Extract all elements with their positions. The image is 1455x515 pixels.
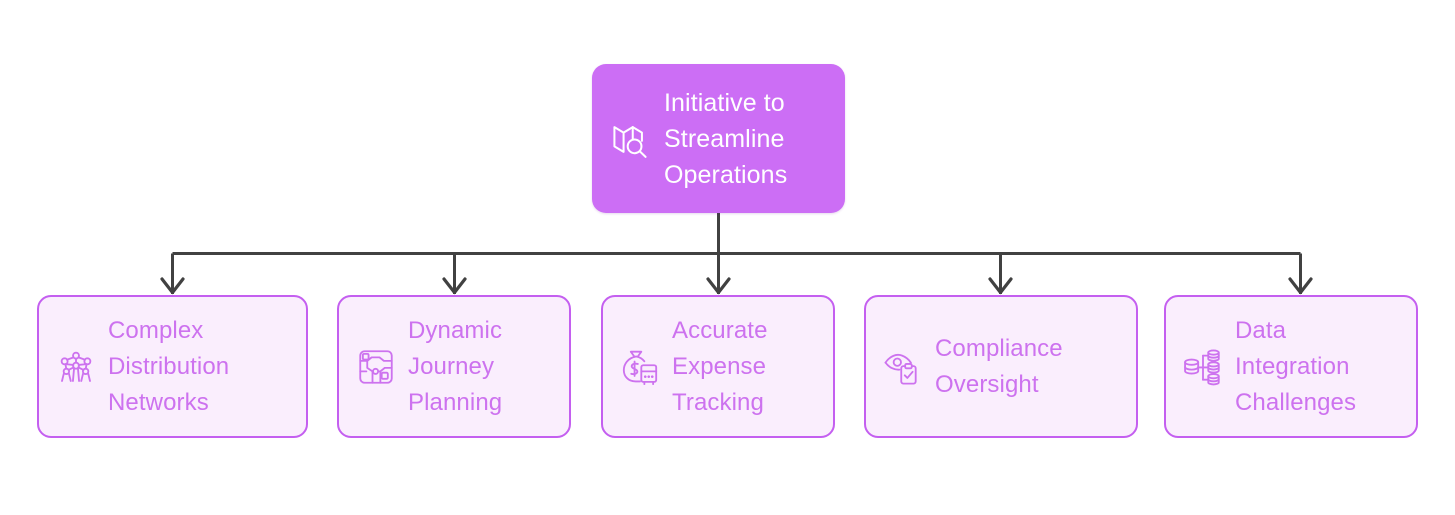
child-node-accurate-expense-tracking[interactable]: Accurate Expense Tracking bbox=[601, 295, 835, 438]
root-node-label: Initiative to Streamline Operations bbox=[664, 88, 788, 189]
root-node[interactable]: Initiative to Streamline Operations bbox=[592, 64, 845, 213]
child-node-compliance-oversight[interactable]: Compliance Oversight bbox=[864, 295, 1138, 438]
arrowhead-1 bbox=[442, 277, 467, 295]
child-node-label: Complex Distribution Networks bbox=[108, 316, 230, 416]
distribution-network-icon bbox=[55, 346, 97, 388]
money-bag-calculator-icon bbox=[619, 346, 661, 388]
child-node-complex-distribution-networks[interactable]: Complex Distribution Networks bbox=[37, 295, 308, 438]
arrowhead-2 bbox=[706, 277, 731, 295]
child-node-label: Accurate Expense Tracking bbox=[672, 316, 768, 416]
child-node-dynamic-journey-planning[interactable]: Dynamic Journey Planning bbox=[337, 295, 571, 438]
child-node-label: Compliance Oversight bbox=[935, 334, 1063, 398]
map-search-icon bbox=[608, 117, 652, 161]
child-node-data-integration-challenges[interactable]: Data Integration Challenges bbox=[1164, 295, 1418, 438]
arrowhead-4 bbox=[1288, 277, 1313, 295]
route-grid-icon bbox=[355, 346, 397, 388]
child-node-label: Data Integration Challenges bbox=[1235, 316, 1357, 416]
arrowhead-3 bbox=[988, 277, 1013, 295]
database-integration-icon bbox=[1182, 346, 1224, 388]
child-node-label: Dynamic Journey Planning bbox=[408, 316, 503, 416]
eye-clipboard-check-icon bbox=[882, 346, 924, 388]
arrowhead-0 bbox=[160, 277, 185, 295]
